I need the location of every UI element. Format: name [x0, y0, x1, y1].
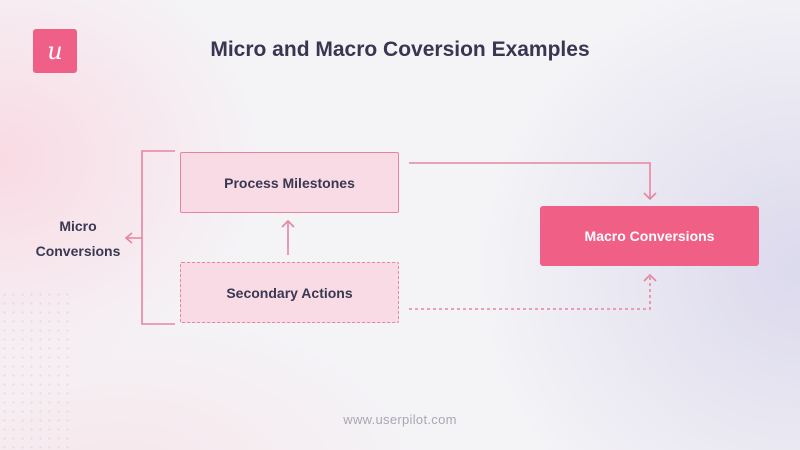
bracket-arrow: [124, 232, 142, 244]
page-title: Micro and Macro Coversion Examples: [210, 38, 590, 61]
logo-letter: u: [47, 37, 63, 65]
dot-pattern: [0, 290, 70, 450]
secondary-actions-box: Secondary Actions: [180, 262, 399, 323]
process-milestones-box: Process Milestones: [180, 152, 399, 213]
macro-conversions-box: Macro Conversions: [540, 206, 759, 266]
milestones-to-macro-arrow: [409, 162, 657, 201]
up-arrow: [281, 219, 295, 255]
footer-url: www.userpilot.com: [343, 412, 457, 427]
micro-label-line1: Micro: [59, 218, 97, 234]
secondary-to-macro-arrow: [409, 275, 651, 310]
secondary-to-macro-arrowhead: [643, 273, 657, 282]
micro-conversions-label: Micro Conversions: [20, 214, 136, 264]
micro-label-line2: Conversions: [35, 243, 121, 259]
userpilot-logo: u: [33, 29, 77, 73]
micro-bracket: [141, 150, 175, 325]
